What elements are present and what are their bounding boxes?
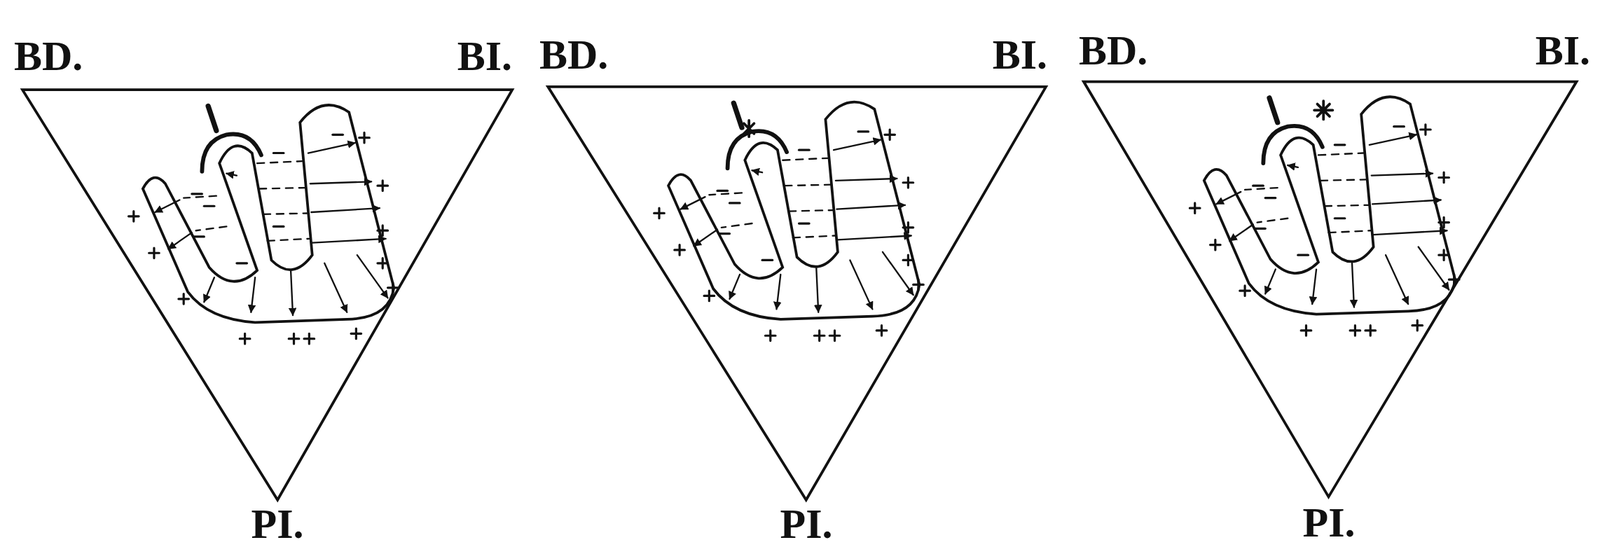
heart-figure bbox=[1189, 96, 1460, 336]
lead-label: BI. bbox=[992, 33, 1048, 76]
lead-label: BD. bbox=[539, 33, 609, 76]
star-mark bbox=[743, 120, 755, 137]
lead-label: BI. bbox=[457, 35, 513, 78]
lead-label: BI. bbox=[1535, 29, 1591, 72]
heart-figure bbox=[654, 102, 924, 342]
lead-label: BD. bbox=[14, 35, 83, 78]
star-mark bbox=[1314, 100, 1333, 120]
einthoven-triangle bbox=[22, 89, 513, 501]
lead-label: PI. bbox=[1302, 501, 1356, 544]
lead-label: PI. bbox=[251, 502, 305, 546]
einthoven-triangle bbox=[547, 86, 1046, 501]
einthoven-triangle bbox=[1083, 81, 1577, 498]
lead-label: BD. bbox=[1078, 29, 1148, 72]
heart-figure bbox=[128, 105, 399, 344]
lead-label: PI. bbox=[780, 502, 833, 546]
